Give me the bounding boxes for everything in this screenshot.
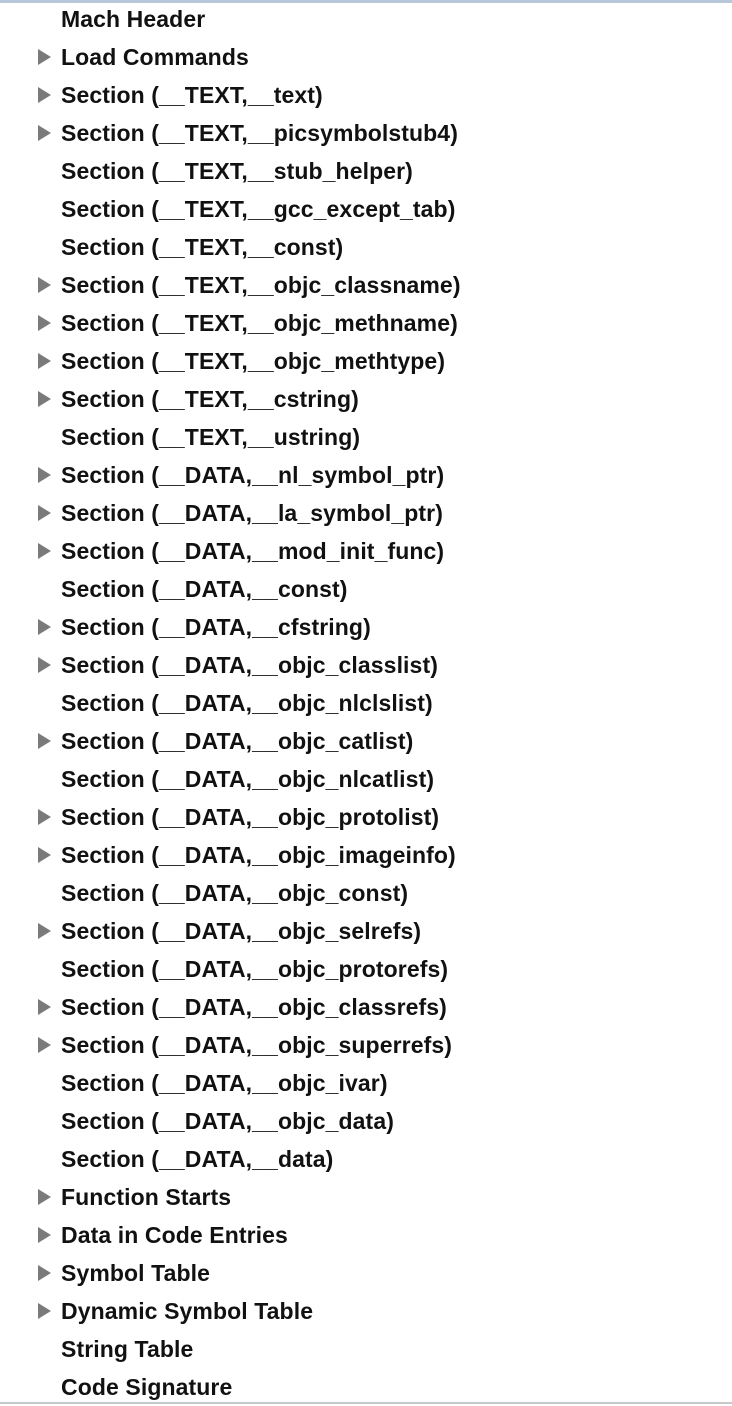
- outline-row-label: Section (__DATA,__mod_init_func): [61, 538, 445, 564]
- outline-row[interactable]: Section (__TEXT,__cstring): [0, 380, 732, 418]
- disclosure-triangle-icon[interactable]: [38, 315, 51, 331]
- panel-bottom-border: [0, 1402, 732, 1404]
- disclosure-triangle-icon[interactable]: [38, 923, 51, 939]
- disclosure-triangle-icon[interactable]: [38, 49, 51, 65]
- outline-row[interactable]: Code Signature: [0, 1368, 732, 1406]
- outline-row-label: Section (__TEXT,__cstring): [61, 386, 359, 412]
- outline-row-label: Function Starts: [61, 1184, 232, 1210]
- outline-row[interactable]: Section (__DATA,__objc_superrefs): [0, 1026, 732, 1064]
- outline-row-label: Load Commands: [61, 44, 249, 70]
- outline-row-label: Section (__TEXT,__ustring): [61, 424, 361, 450]
- disclosure-triangle-icon[interactable]: [38, 1265, 51, 1281]
- outline-row[interactable]: Function Starts: [0, 1178, 732, 1216]
- outline-row-label: Section (__TEXT,__text): [61, 82, 323, 108]
- outline-row-label: Mach Header: [61, 6, 206, 32]
- outline-row[interactable]: Load Commands: [0, 38, 732, 76]
- disclosure-triangle-icon[interactable]: [38, 619, 51, 635]
- outline-row[interactable]: Section (__DATA,__nl_symbol_ptr): [0, 456, 732, 494]
- disclosure-triangle-icon[interactable]: [38, 277, 51, 293]
- outline-row[interactable]: Section (__DATA,__mod_init_func): [0, 532, 732, 570]
- outline-row[interactable]: Section (__DATA,__objc_selrefs): [0, 912, 732, 950]
- outline-row-label: Section (__DATA,__objc_classlist): [61, 652, 438, 678]
- outline-row[interactable]: Section (__DATA,__objc_classlist): [0, 646, 732, 684]
- outline-row[interactable]: Section (__DATA,__objc_nlclslist): [0, 684, 732, 722]
- outline-row-label: Section (__DATA,__objc_superrefs): [61, 1032, 452, 1058]
- panel-top-border: [0, 0, 732, 3]
- disclosure-triangle-icon[interactable]: [38, 999, 51, 1015]
- outline-row[interactable]: Section (__DATA,__objc_const): [0, 874, 732, 912]
- disclosure-triangle-icon[interactable]: [38, 543, 51, 559]
- outline-row-label: Section (__DATA,__objc_nlclslist): [61, 690, 433, 716]
- outline-row[interactable]: Section (__DATA,__objc_data): [0, 1102, 732, 1140]
- outline-row[interactable]: Section (__DATA,__objc_nlcatlist): [0, 760, 732, 798]
- disclosure-triangle-icon[interactable]: [38, 733, 51, 749]
- outline-row[interactable]: String Table: [0, 1330, 732, 1368]
- outline-row[interactable]: Section (__TEXT,__picsymbolstub4): [0, 114, 732, 152]
- disclosure-triangle-icon[interactable]: [38, 847, 51, 863]
- outline-row-label: Section (__TEXT,__picsymbolstub4): [61, 120, 458, 146]
- outline-row[interactable]: Mach Header: [0, 0, 732, 38]
- outline-row-label: Data in Code Entries: [61, 1222, 288, 1248]
- outline-row[interactable]: Section (__TEXT,__objc_methname): [0, 304, 732, 342]
- disclosure-triangle-icon[interactable]: [38, 657, 51, 673]
- outline-row-label: Section (__DATA,__objc_selrefs): [61, 918, 422, 944]
- outline-row[interactable]: Section (__TEXT,__const): [0, 228, 732, 266]
- outline-row[interactable]: Section (__DATA,__objc_protolist): [0, 798, 732, 836]
- disclosure-triangle-icon[interactable]: [38, 1303, 51, 1319]
- outline-row[interactable]: Section (__DATA,__la_symbol_ptr): [0, 494, 732, 532]
- outline-row[interactable]: Section (__TEXT,__text): [0, 76, 732, 114]
- outline-row-label: Section (__TEXT,__objc_methname): [61, 310, 458, 336]
- disclosure-triangle-icon[interactable]: [38, 125, 51, 141]
- disclosure-triangle-icon[interactable]: [38, 353, 51, 369]
- outline-row[interactable]: Section (__DATA,__objc_classrefs): [0, 988, 732, 1026]
- outline-row[interactable]: Section (__DATA,__objc_ivar): [0, 1064, 732, 1102]
- outline-row-label: Section (__DATA,__objc_ivar): [61, 1070, 388, 1096]
- outline-row-label: Section (__DATA,__objc_data): [61, 1108, 394, 1134]
- outline-row[interactable]: Dynamic Symbol Table: [0, 1292, 732, 1330]
- outline-row[interactable]: Section (__DATA,__cfstring): [0, 608, 732, 646]
- outline-row-label: Section (__DATA,__objc_protolist): [61, 804, 440, 830]
- outline-row[interactable]: Section (__DATA,__data): [0, 1140, 732, 1178]
- outline-row-label: Section (__DATA,__objc_protorefs): [61, 956, 449, 982]
- outline-row-label: Section (__TEXT,__stub_helper): [61, 158, 413, 184]
- outline-row[interactable]: Section (__TEXT,__objc_classname): [0, 266, 732, 304]
- disclosure-triangle-icon[interactable]: [38, 467, 51, 483]
- outline-row-label: Dynamic Symbol Table: [61, 1298, 314, 1324]
- outline-row-label: Section (__DATA,__objc_nlcatlist): [61, 766, 435, 792]
- disclosure-triangle-icon[interactable]: [38, 505, 51, 521]
- outline-row-label: Section (__DATA,__nl_symbol_ptr): [61, 462, 445, 488]
- outline-row[interactable]: Data in Code Entries: [0, 1216, 732, 1254]
- outline-row-label: Section (__DATA,__objc_catlist): [61, 728, 414, 754]
- outline-row[interactable]: Section (__DATA,__objc_imageinfo): [0, 836, 732, 874]
- outline-row[interactable]: Section (__TEXT,__stub_helper): [0, 152, 732, 190]
- outline-row-label: Section (__TEXT,__objc_methtype): [61, 348, 446, 374]
- outline-row-label: Section (__DATA,__objc_classrefs): [61, 994, 447, 1020]
- outline-row[interactable]: Symbol Table: [0, 1254, 732, 1292]
- outline-row-label: Section (__DATA,__const): [61, 576, 348, 602]
- disclosure-triangle-icon[interactable]: [38, 1037, 51, 1053]
- outline-row-label: Section (__DATA,__objc_const): [61, 880, 409, 906]
- outline-row-label: Section (__TEXT,__gcc_except_tab): [61, 196, 456, 222]
- disclosure-triangle-icon[interactable]: [38, 1189, 51, 1205]
- disclosure-triangle-icon[interactable]: [38, 87, 51, 103]
- outline-row[interactable]: Section (__TEXT,__objc_methtype): [0, 342, 732, 380]
- outline-row-label: Section (__DATA,__la_symbol_ptr): [61, 500, 443, 526]
- outline-row-label: Section (__DATA,__data): [61, 1146, 334, 1172]
- outline-row[interactable]: Section (__TEXT,__ustring): [0, 418, 732, 456]
- disclosure-triangle-icon[interactable]: [38, 809, 51, 825]
- outline-row-label: Section (__DATA,__objc_imageinfo): [61, 842, 456, 868]
- outline-row[interactable]: Section (__DATA,__objc_protorefs): [0, 950, 732, 988]
- outline-row-label: Code Signature: [61, 1374, 233, 1400]
- disclosure-triangle-icon[interactable]: [38, 391, 51, 407]
- outline-row[interactable]: Section (__DATA,__objc_catlist): [0, 722, 732, 760]
- outline-row-label: String Table: [61, 1336, 194, 1362]
- disclosure-triangle-icon[interactable]: [38, 1227, 51, 1243]
- outline-row-label: Section (__DATA,__cfstring): [61, 614, 371, 640]
- outline-row-label: Section (__TEXT,__const): [61, 234, 344, 260]
- outline-row-label: Section (__TEXT,__objc_classname): [61, 272, 461, 298]
- outline-row[interactable]: Section (__TEXT,__gcc_except_tab): [0, 190, 732, 228]
- outline-row[interactable]: Section (__DATA,__const): [0, 570, 732, 608]
- outline-row-label: Symbol Table: [61, 1260, 211, 1286]
